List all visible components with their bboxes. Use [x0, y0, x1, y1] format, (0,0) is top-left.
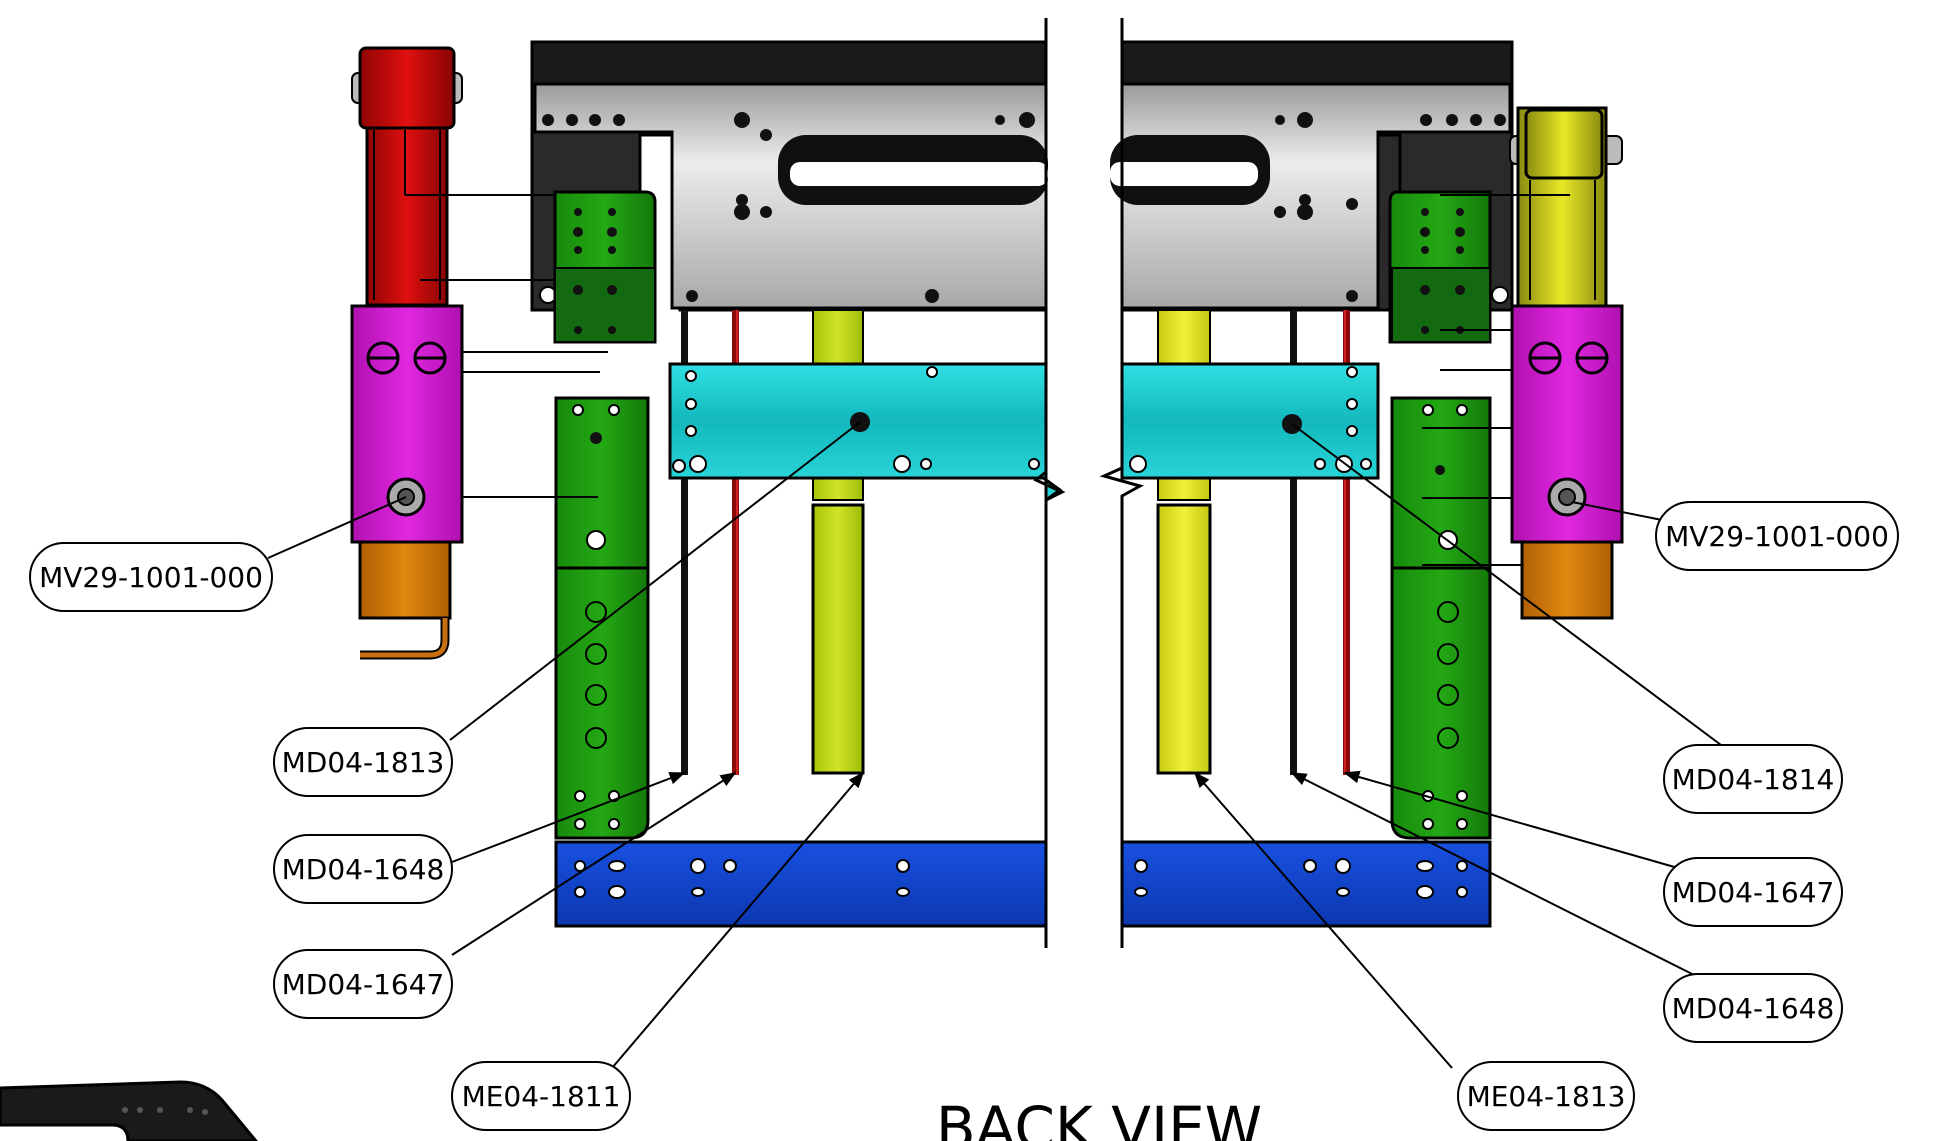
- callout-md04-1813-label: MD04-1813: [282, 746, 445, 779]
- right-yellow-strip: [1156, 503, 1212, 775]
- callout-right-mv29-label: MV29-1001-000: [1665, 520, 1889, 553]
- callout-right-md04-1648-label: MD04-1648: [1672, 992, 1835, 1025]
- callout-right-md04-1647: MD04-1647: [1663, 857, 1843, 927]
- callout-right-md04-1648: MD04-1648: [1663, 973, 1843, 1043]
- left-red-arm: [351, 46, 555, 307]
- right-cyan-bar: [1120, 362, 1380, 480]
- callout-md04-1814: MD04-1814: [1663, 744, 1843, 814]
- left-yellow-strip: [811, 503, 865, 775]
- callout-left-md04-1647: MD04-1647: [273, 949, 453, 1019]
- left-orange-block: [358, 540, 452, 660]
- bottom-left-partial-part: [0, 1080, 258, 1141]
- callout-left-mv29-label: MV29-1001-000: [39, 561, 263, 594]
- callout-md04-1814-label: MD04-1814: [1672, 763, 1835, 796]
- left-green-lower-bracket: [554, 396, 650, 840]
- callout-left-mv29: MV29-1001-000: [29, 542, 273, 612]
- right-blue-bar: [1120, 840, 1492, 928]
- right-beam-holes: [1274, 112, 1509, 304]
- left-top-rail: [530, 40, 1048, 86]
- left-break-line: [1033, 18, 1066, 948]
- callout-me04-1813: ME04-1813: [1457, 1061, 1635, 1131]
- callout-left-md04-1647-label: MD04-1647: [282, 968, 445, 1001]
- right-assembly: [1099, 18, 1624, 948]
- left-blue-bar: [554, 840, 1048, 928]
- right-break-line: [1099, 18, 1144, 948]
- callout-left-md04-1648: MD04-1648: [273, 834, 453, 904]
- right-olive-arm: [1440, 106, 1623, 331]
- callout-left-md04-1648-label: MD04-1648: [282, 853, 445, 886]
- view-title: BACK VIEW: [936, 1094, 1262, 1141]
- right-orange-block: [1520, 540, 1614, 620]
- callout-right-md04-1647-label: MD04-1647: [1672, 876, 1835, 909]
- right-top-rail: [1120, 40, 1514, 86]
- callout-md04-1813: MD04-1813: [273, 727, 453, 797]
- callout-me04-1811-label: ME04-1811: [462, 1080, 621, 1113]
- right-magenta-block: [1422, 304, 1624, 544]
- callout-me04-1813-label: ME04-1813: [1467, 1080, 1626, 1113]
- callout-me04-1811: ME04-1811: [451, 1061, 631, 1131]
- callout-right-mv29: MV29-1001-000: [1655, 501, 1899, 571]
- leader-lines: [267, 421, 1726, 1069]
- left-assembly: [350, 18, 1066, 948]
- left-beam-holes: [539, 112, 1035, 304]
